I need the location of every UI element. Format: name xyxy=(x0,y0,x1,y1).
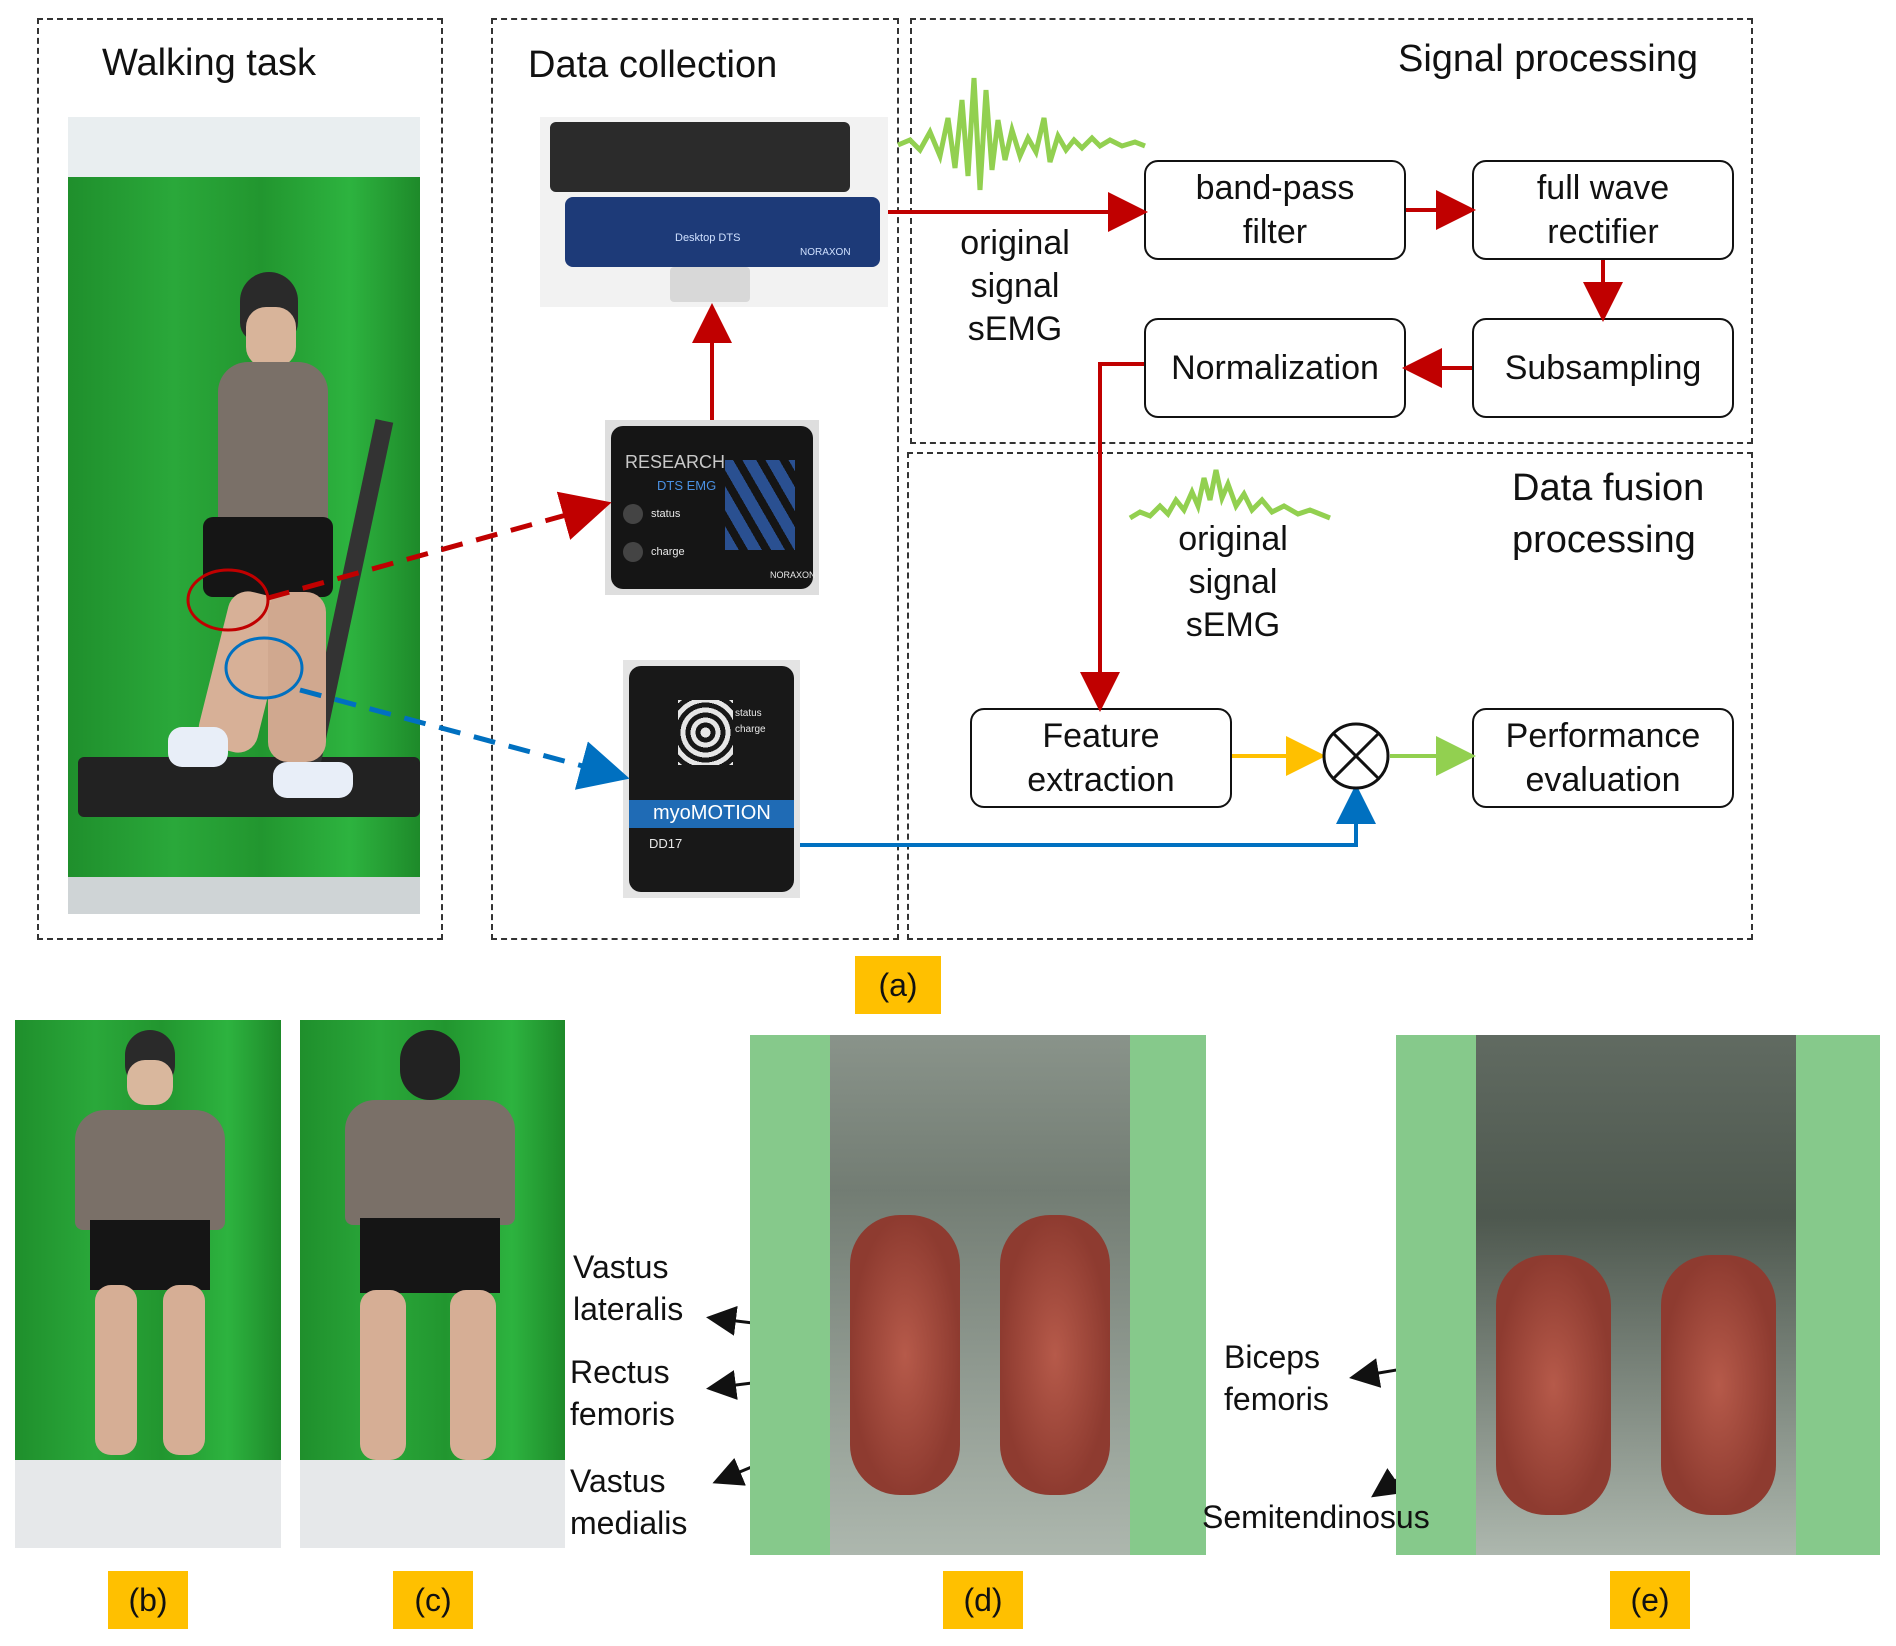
myomotion-brand: myoMOTION xyxy=(653,802,771,824)
original-signal-label-top: original signal sEMG xyxy=(960,224,1070,348)
back-view-photo xyxy=(300,1020,565,1548)
dts-emg-brand: NORAXON xyxy=(770,570,816,580)
signal-processing-panel xyxy=(910,18,1753,444)
data-fusion-title: Data fusion processing xyxy=(1512,467,1705,561)
walking-task-panel xyxy=(37,18,443,940)
performance-evaluation-box: Performance evaluation xyxy=(1472,708,1734,808)
dts-emg-photo: RESEARCH DTS EMG status charge NORAXON xyxy=(605,420,819,595)
semitendinosus-label: Semitendinosus xyxy=(1202,1499,1430,1535)
vastus-medialis-label: Vastus medialis xyxy=(570,1463,688,1541)
desktop-dts-text: Desktop DTS xyxy=(675,232,741,244)
semg-wave-fusion xyxy=(1128,469,1331,521)
walking-task-title: Walking task xyxy=(102,42,316,84)
shank-sensor-highlight xyxy=(224,636,304,700)
original-signal-label-fusion: original signal sEMG xyxy=(1178,520,1288,644)
tag-d: (d) xyxy=(943,1571,1023,1629)
front-view-photo xyxy=(15,1020,281,1548)
data-fusion-panel xyxy=(907,452,1753,940)
dts-emg-line1: RESEARCH xyxy=(625,452,726,472)
myomotion-charge: charge xyxy=(735,724,766,735)
full-wave-rectifier-box: full wave rectifier xyxy=(1472,160,1734,260)
semg-wave-top xyxy=(897,77,1146,191)
rectus-femoris-label: Rectus femoris xyxy=(570,1354,675,1432)
subsampling-box: Subsampling xyxy=(1472,318,1734,418)
posterior-thigh-anatomy xyxy=(1396,1035,1880,1555)
tag-a: (a) xyxy=(855,956,941,1014)
dts-emg-status: status xyxy=(651,508,681,520)
biceps-femoris-label: Biceps femoris xyxy=(1224,1339,1329,1417)
myomotion-photo: status charge myoMOTION DD17 xyxy=(623,660,800,898)
tag-e: (e) xyxy=(1610,1571,1690,1629)
desktop-dts-photo: Desktop DTS NORAXON xyxy=(540,117,888,307)
anterior-thigh-anatomy xyxy=(750,1035,1206,1555)
data-collection-title: Data collection xyxy=(528,44,778,86)
desktop-dts-brand: NORAXON xyxy=(800,247,851,258)
walking-photo xyxy=(68,117,420,914)
tag-c: (c) xyxy=(393,1571,473,1629)
band-pass-filter-box: band-pass filter xyxy=(1144,160,1406,260)
vastus-lateralis-label: Vastus lateralis xyxy=(573,1249,684,1327)
signal-processing-title: Signal processing xyxy=(1398,38,1698,80)
dts-emg-charge: charge xyxy=(651,546,685,558)
myomotion-status: status xyxy=(735,708,762,719)
thigh-sensor-highlight xyxy=(186,568,270,632)
normalization-box: Normalization xyxy=(1144,318,1406,418)
dts-emg-line2: DTS EMG xyxy=(657,478,717,493)
data-collection-panel xyxy=(491,18,899,940)
tag-b: (b) xyxy=(108,1571,188,1629)
myomotion-model: DD17 xyxy=(649,836,683,851)
